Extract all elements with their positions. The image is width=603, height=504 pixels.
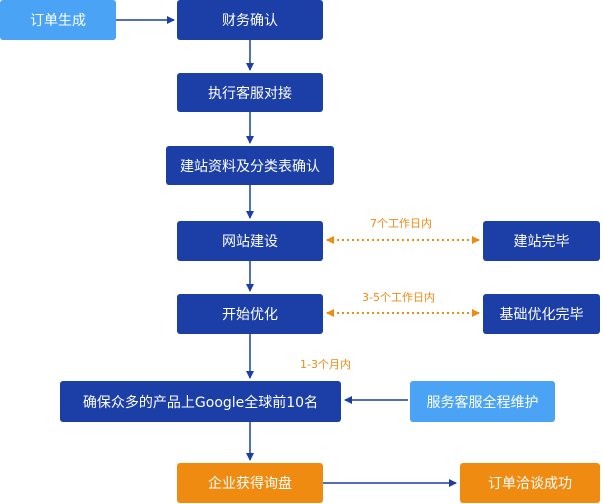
google-ranking-node: 确保众多的产品上Google全球前10名 — [60, 381, 341, 422]
finance-confirm-node: 财务确认 — [177, 0, 323, 40]
site-build-node: 网站建设 — [177, 221, 323, 261]
start-optimization-node: 开始优化 — [177, 294, 323, 334]
deal-done-node: 订单洽谈成功 — [460, 463, 600, 503]
full-service-node: 服务客服全程维护 — [410, 381, 555, 422]
get-inquiry-node: 企业获得询盘 — [177, 463, 323, 503]
duration-label-build: 7个工作日内 — [370, 217, 432, 230]
duration-label-optimize: 3-5个工作日内 — [362, 291, 435, 304]
order-created-node: 订单生成 — [0, 0, 116, 40]
service-connect-node: 执行客服对接 — [177, 73, 323, 112]
site-done-node: 建站完毕 — [483, 221, 600, 261]
duration-label-rank: 1-3个月内 — [300, 358, 351, 371]
basic-optimization-done-node: 基础优化完毕 — [483, 294, 600, 334]
materials-confirm-node: 建站资料及分类表确认 — [166, 146, 334, 185]
